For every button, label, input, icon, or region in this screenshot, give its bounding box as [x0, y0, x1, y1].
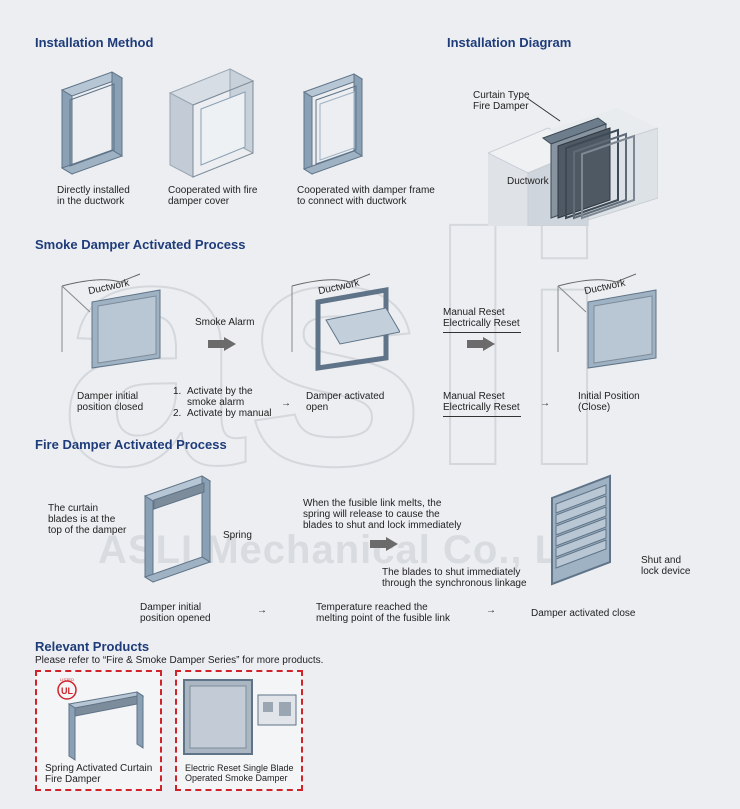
manual-reset-mid-line1: Manual Reset — [443, 391, 505, 402]
smoke-damper-open-image — [291, 273, 400, 371]
fire-damper-cover-image — [168, 68, 255, 178]
smoke-damper-product-image — [183, 679, 253, 755]
smoke-alarm-label: Smoke Alarm — [195, 317, 255, 328]
fire-step1-line1: Damper initial — [140, 602, 202, 613]
product-card-curtain-fire-damper[interactable]: UL LISTED Spring Activated Curtain Fire … — [35, 670, 162, 791]
installation-diagram-heading: Installation Diagram — [447, 35, 572, 50]
actuator-image — [257, 694, 297, 726]
diagram-callout-line2: Fire Damper — [473, 101, 529, 112]
sync-note-line1: The blades to shut immediately — [382, 567, 521, 578]
smoke-step2-line2: open — [306, 402, 329, 413]
arrow-right-icon — [370, 537, 398, 551]
curtain-fire-damper-product-image — [67, 691, 145, 761]
install-item-2-caption-line1: Cooperated with fire — [168, 185, 258, 196]
activate-num-1: 1. — [173, 386, 182, 397]
ul-listed-text: LISTED — [60, 677, 74, 682]
fire-step1-line2: position opened — [140, 613, 211, 624]
ul-listed-badge: UL LISTED — [57, 677, 77, 700]
arrow-right-icon — [467, 337, 495, 351]
curtain-note-line3: top of the damper — [48, 525, 127, 536]
diagram-ductwork-label: Ductwork — [507, 176, 549, 187]
manual-reset-top-line2: Electrically Reset — [443, 318, 520, 329]
install-item-3-caption-line1: Cooperated with damper frame — [297, 185, 435, 196]
activate-line2: smoke alarm — [187, 397, 245, 408]
damper-frame-connection-image — [302, 73, 364, 175]
fire-step3: Damper activated close — [531, 608, 636, 619]
relevant-products-heading: Relevant Products — [35, 639, 150, 654]
install-item-1-caption-line1: Directly installed — [57, 185, 130, 196]
melt-note-line2: spring will release to cause the — [303, 509, 440, 520]
manual-reset-mid-line2: Electrically Reset — [443, 402, 520, 413]
curtain-note-line2: blades is at the — [48, 514, 116, 525]
fire-damper-closed-image — [551, 474, 611, 586]
divider — [443, 332, 521, 333]
fire-step2-line2: melting point of the fusible link — [316, 613, 450, 624]
installation-diagram-image — [488, 108, 658, 226]
install-item-1-caption-line2: in the ductwork — [57, 196, 125, 207]
smoke-damper-closed-image — [61, 273, 161, 369]
activate-line3: Activate by manual — [187, 408, 272, 419]
installation-method-heading: Installation Method — [35, 35, 154, 50]
small-arrow-icon: → — [281, 398, 291, 409]
activate-line1: Activate by the — [187, 386, 253, 397]
manual-reset-top-line1: Manual Reset — [443, 307, 505, 318]
diagram-callout-line1: Curtain Type — [473, 90, 530, 101]
direct-install-frame-image — [60, 71, 124, 175]
product-card-smoke-damper[interactable]: Electric Reset Single Blade Operated Smo… — [175, 670, 303, 791]
melt-note-line3: blades to shut and lock immediately — [303, 520, 462, 531]
sync-note-line2: through the synchronous linkage — [382, 578, 527, 589]
arrow-right-icon — [208, 337, 236, 351]
activate-num-2: 2. — [173, 408, 182, 419]
fire-step2-line1: Temperature reached the — [316, 602, 428, 613]
smoke-process-heading: Smoke Damper Activated Process — [35, 237, 246, 252]
product-2-name-line1: Electric Reset Single Blade — [185, 763, 294, 773]
divider — [443, 416, 521, 417]
curtain-note-line1: The curtain — [48, 503, 99, 514]
install-item-3-caption-line2: to connect with ductwork — [297, 196, 407, 207]
smoke-step2-line1: Damper activated — [306, 391, 385, 402]
small-arrow-icon: → — [257, 605, 267, 616]
relevant-products-note: Please refer to “Fire & Smoke Damper Ser… — [35, 655, 324, 666]
fire-process-heading: Fire Damper Activated Process — [35, 437, 227, 452]
shut-lock-line1: Shut and — [641, 555, 682, 566]
small-arrow-icon: → — [540, 398, 550, 409]
product-2-name-line2: Operated Smoke Damper — [185, 773, 288, 783]
shut-lock-line2: lock device — [641, 566, 691, 577]
smoke-step1-line1: Damper initial — [77, 391, 139, 402]
smoke-step4-line1: Initial Position — [578, 391, 640, 402]
smoke-step4-line2: (Close) — [578, 402, 611, 413]
callout-leader-line — [526, 97, 561, 122]
install-item-2-caption-line2: damper cover — [168, 196, 230, 207]
product-1-name-line2: Fire Damper — [45, 774, 101, 785]
spring-label: Spring — [223, 530, 252, 541]
smoke-damper-reset-image — [557, 273, 657, 369]
fire-damper-open-image — [143, 475, 212, 583]
smoke-step1-line2: position closed — [77, 402, 144, 413]
small-arrow-icon: → — [486, 605, 496, 616]
melt-note-line1: When the fusible link melts, the — [303, 498, 442, 509]
ul-mark-text: UL — [61, 686, 73, 696]
product-1-name-line1: Spring Activated Curtain — [45, 763, 153, 774]
